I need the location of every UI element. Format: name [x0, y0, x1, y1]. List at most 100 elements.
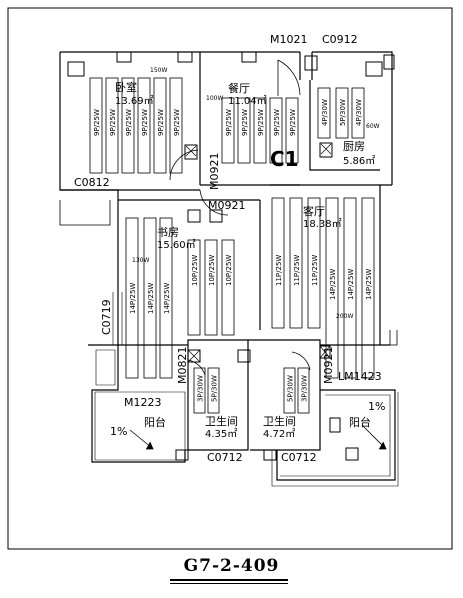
heating-coil-strip: [317, 87, 331, 139]
label-c0712-a: C0712: [207, 451, 243, 464]
heating-coil-label: 4P/30W: [355, 99, 363, 126]
heating-coil-label: 4P/30W: [321, 99, 329, 126]
label-c0719: C0719: [100, 299, 113, 335]
door-swings: [169, 59, 311, 376]
label-lm1423: LM1423: [338, 370, 382, 383]
heating-coil-strip: [207, 367, 220, 414]
heating-coil-group: 9P/25W 9P/25W 9P/25W 9P/25W 9P/25W 9P/25W 9P/2…: [89, 77, 375, 414]
tiny-label-hall: 200W: [336, 313, 353, 320]
heating-coil-strip: [125, 217, 139, 379]
heating-coil-label: 11P/25W: [311, 255, 319, 286]
label-m0921-b: M0921: [208, 199, 246, 212]
bath-left-area: 4.35㎡: [205, 428, 237, 440]
heating-coil-strip: [285, 97, 299, 164]
heating-coil-label: 9P/25W: [141, 109, 149, 136]
label-c0712-b: C0712: [281, 451, 317, 464]
label-m0921-a: M0921: [208, 153, 221, 191]
heating-coil-label: 14P/25W: [365, 269, 373, 300]
heating-coil-label: 5P/30W: [211, 375, 219, 402]
heating-coil-label: 14P/25W: [347, 269, 355, 300]
bedroom-name: 卧室: [115, 80, 137, 94]
heating-coil-label: 3P/30W: [301, 375, 309, 402]
slope-left: 1%: [110, 425, 127, 438]
columns: [67, 51, 395, 461]
dining-area: 11.04㎡: [228, 95, 267, 107]
heating-coil-strip: [193, 367, 206, 414]
study-area: 15.60㎡: [157, 239, 196, 251]
walls: [59, 51, 399, 487]
drawing-border: [7, 7, 453, 550]
kitchen-name: 厨房: [343, 140, 365, 153]
heating-coil-label: 14P/25W: [163, 283, 171, 314]
heating-coil-strip: [343, 197, 357, 379]
label-m0821: M0821: [176, 347, 189, 385]
tiny-label-dining: 100W: [206, 95, 223, 102]
heating-coil-label: 9P/25W: [109, 109, 117, 136]
heating-coil-strip: [335, 87, 349, 139]
heating-coil-strip: [89, 77, 103, 174]
heating-coil-strip: [187, 239, 201, 336]
tiny-label-bedroom: 150W: [150, 67, 167, 74]
heating-coil-label: 3P/30W: [197, 375, 205, 402]
heating-coil-label: 11P/25W: [275, 255, 283, 286]
label-c0812: C0812: [74, 176, 110, 189]
title-underline-thin: [170, 583, 288, 584]
tiny-label-study: 130W: [132, 257, 149, 264]
heating-coil-strip: [253, 97, 267, 164]
heating-coil-strip: [137, 77, 151, 174]
drawing-title: G7-2-409: [183, 556, 280, 576]
label-m1021: M1021: [270, 33, 308, 46]
balcony-left-name: 阳台: [144, 415, 166, 429]
heating-coil-strip: [325, 197, 339, 379]
balcony-right-name: 阳台: [349, 415, 371, 429]
heating-coil-strip: [289, 197, 303, 329]
heating-coil-label: 5P/30W: [287, 375, 295, 402]
study-name: 书房: [157, 226, 179, 239]
label-m0921-c: M0921: [322, 347, 335, 385]
heating-coil-label: 9P/25W: [241, 109, 249, 136]
slope-right: 1%: [368, 400, 385, 413]
heating-coil-strip: [159, 217, 173, 379]
heating-coil-strip: [143, 217, 157, 379]
slope-arrows: [129, 424, 387, 450]
bath-right-area: 4.72㎡: [263, 428, 295, 440]
heating-coil-label: 14P/25W: [147, 283, 155, 314]
heating-coil-strip: [351, 87, 365, 139]
heating-coil-strip: [221, 239, 235, 336]
kitchen-area: 5.86㎡: [343, 155, 375, 167]
heating-coil-label: 10P/25W: [191, 255, 199, 286]
heating-coil-strip: [237, 97, 251, 164]
heating-coil-strip: [169, 77, 183, 174]
bath-right-name: 卫生间: [263, 414, 296, 428]
heating-coil-label: 9P/25W: [125, 109, 133, 136]
hall-area: 18.38㎡: [303, 218, 342, 230]
heating-coil-label: 14P/25W: [329, 269, 337, 300]
heating-coil-strip: [105, 77, 119, 174]
heating-coil-strip: [121, 77, 135, 174]
heating-coil-label: 10P/25W: [225, 255, 233, 286]
heating-coil-label: 11P/25W: [293, 255, 301, 286]
heating-coil-strip: [283, 367, 296, 414]
bath-left-name: 卫生间: [205, 414, 238, 428]
heating-coil-label: 14P/25W: [129, 283, 137, 314]
hatch-marks: [185, 143, 332, 363]
label-c0912: C0912: [322, 33, 358, 46]
heating-coil-label: 9P/25W: [289, 109, 297, 136]
heating-coil-strip: [153, 77, 167, 174]
heating-coil-label: 9P/25W: [157, 109, 165, 136]
heating-coil-label: 5P/30W: [339, 99, 347, 126]
loop-label: C1: [270, 147, 299, 171]
heating-coil-label: 9P/25W: [225, 109, 233, 136]
heating-coil-strip: [269, 97, 283, 164]
heating-coil-strip: [307, 197, 321, 329]
heating-coil-strip: [221, 97, 235, 164]
heating-coil-label: 9P/25W: [93, 109, 101, 136]
hall-name: 客厅: [303, 204, 325, 218]
heating-coil-strip: [361, 197, 375, 379]
heating-coil-strip: [271, 197, 285, 329]
dining-name: 餐厅: [228, 81, 250, 95]
heating-coil-label: 9P/25W: [273, 109, 281, 136]
heating-coil-label: 9P/25W: [257, 109, 265, 136]
